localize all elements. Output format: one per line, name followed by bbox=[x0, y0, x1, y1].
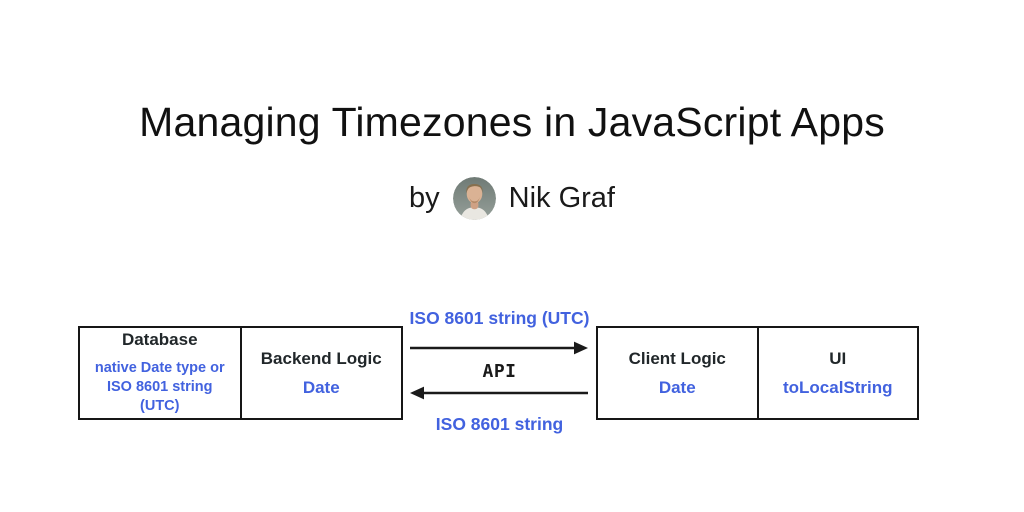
ui-box: UI toLocalString bbox=[756, 328, 918, 418]
byline-author: Nik Graf bbox=[508, 182, 615, 214]
backend-logic-box-detail: Date bbox=[302, 377, 340, 397]
database-box-title: Database bbox=[121, 330, 198, 349]
byline-prefix: by bbox=[409, 182, 440, 214]
client-side-group: Client Logic Date UI toLocalString bbox=[596, 326, 919, 420]
flow-label-request: ISO 8601 string (UTC) bbox=[409, 308, 590, 328]
avatar bbox=[452, 177, 496, 220]
database-box: Database native Date type or ISO 8601 st… bbox=[80, 328, 240, 418]
ui-box-title: UI bbox=[829, 348, 847, 368]
database-box-detail: native Date type or ISO 8601 string (UTC… bbox=[86, 359, 234, 416]
client-logic-box-title: Client Logic bbox=[628, 348, 726, 368]
database-detail-line2: ISO 8601 string (UTC) bbox=[106, 379, 213, 414]
database-detail-line1: native Date type or bbox=[94, 360, 225, 376]
ui-box-detail: toLocalString bbox=[782, 377, 893, 397]
arrow-right-icon bbox=[410, 341, 588, 355]
client-logic-box: Client Logic Date bbox=[598, 328, 757, 418]
backend-logic-box: Backend Logic Date bbox=[239, 328, 402, 418]
byline: by Nik Graf bbox=[0, 177, 1024, 220]
page-title: Managing Timezones in JavaScript Apps bbox=[139, 99, 885, 145]
api-arrows bbox=[410, 341, 588, 400]
api-label: API bbox=[482, 361, 517, 382]
arrow-left-icon bbox=[410, 386, 588, 400]
server-side-group: Database native Date type or ISO 8601 st… bbox=[78, 326, 403, 420]
client-logic-box-detail: Date bbox=[658, 377, 696, 397]
flow-label-response: ISO 8601 string bbox=[435, 414, 564, 434]
avatar-photo-icon bbox=[452, 177, 496, 220]
backend-logic-box-title: Backend Logic bbox=[260, 348, 382, 368]
